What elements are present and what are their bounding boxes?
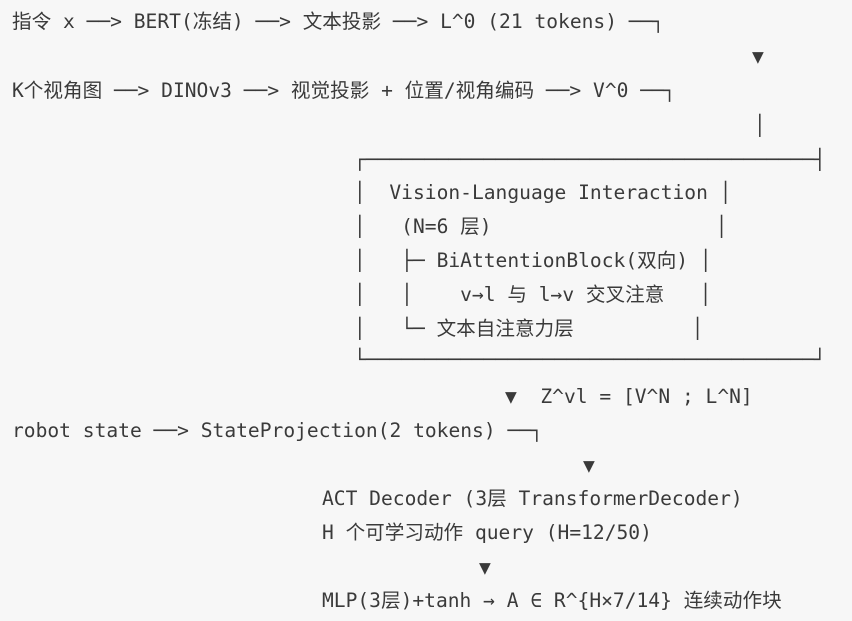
diagram-line-state-projection: robot state ──> StateProjection(2 tokens… <box>12 419 543 442</box>
diagram-arrow-down: ▼ <box>752 45 764 68</box>
diagram-line-text-encoder: 指令 x ──> BERT(冻结) ──> 文本投影 ──> L^0 (21 t… <box>12 10 665 33</box>
diagram-box-title: │ Vision-Language Interaction │ <box>354 181 732 204</box>
diagram-arrow-down: ▼ <box>479 556 491 579</box>
diagram-mlp-output: MLP(3层)+tanh → A ∈ R^{H×7/14} 连续动作块 <box>322 589 782 612</box>
diagram-act-decoder: ACT Decoder (3层 TransformerDecoder) <box>322 487 743 510</box>
diagram-box-bi-attention: │ ├─ BiAttentionBlock(双向) │ <box>354 249 712 272</box>
diagram-vertical-connector: │ <box>754 114 766 137</box>
diagram-box-self-attention: │ └─ 文本自注意力层 │ <box>354 317 704 340</box>
diagram-box-bottom-border: └──────────────────────────────────────┘ <box>354 348 826 371</box>
diagram-line-vision-encoder: K个视角图 ──> DINOv3 ──> 视觉投影 + 位置/视角编码 ──> … <box>12 79 676 102</box>
diagram-box-layer-count: │ (N=6 层) │ <box>354 215 728 238</box>
diagram-action-queries: H 个可学习动作 query (H=12/50) <box>322 521 652 544</box>
diagram-box-top-border: ┌──────────────────────────────────────┤ <box>354 148 826 171</box>
diagram-arrow-down: ▼ <box>583 454 595 477</box>
diagram-fusion-output: ▼ Z^vl = [V^N ; L^N] <box>505 385 753 408</box>
diagram-box-cross-attention: │ │ v→l 与 l→v 交叉注意 │ <box>354 283 712 306</box>
